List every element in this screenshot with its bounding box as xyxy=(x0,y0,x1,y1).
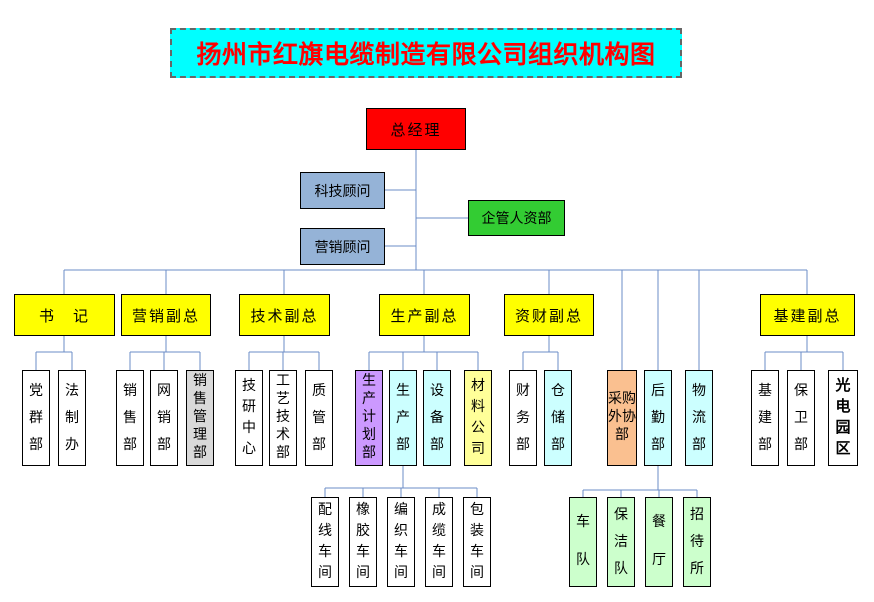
node-vp-technology: 技术副总 xyxy=(239,294,330,336)
node-dept-equipment: 设备部 xyxy=(423,370,451,466)
node-dept-warehouse: 仓储部 xyxy=(544,370,572,466)
node-service-fleet: 车队 xyxy=(569,497,597,587)
node-workshop-cabling: 成缆车间 xyxy=(425,497,453,587)
node-workshop-rubber: 橡胶车间 xyxy=(349,497,377,587)
node-dept-rnd-center: 技研中心 xyxy=(235,370,263,466)
node-dept-party-mass: 党群部 xyxy=(22,370,50,466)
node-workshop-braiding: 编织车间 xyxy=(387,497,415,587)
node-dept-security: 保卫部 xyxy=(787,370,815,466)
node-service-guesthouse: 招待所 xyxy=(683,497,711,587)
node-service-cleaning: 保洁队 xyxy=(607,497,635,587)
node-tech-advisor: 科技顾问 xyxy=(300,172,385,209)
node-vp-production: 生产副总 xyxy=(379,294,470,336)
node-dept-online-sales: 网销部 xyxy=(150,370,178,466)
node-dept-opto-park: 光电园区 xyxy=(828,370,858,466)
node-dept-sales-mgmt: 销售管理部 xyxy=(186,370,214,466)
node-workshop-packing: 包装车间 xyxy=(463,497,491,587)
node-dept-production: 生产部 xyxy=(389,370,417,466)
node-marketing-advisor: 营销顾问 xyxy=(300,228,385,265)
node-workshop-wiring: 配线车间 xyxy=(311,497,339,587)
chart-title: 扬州市红旗电缆制造有限公司组织机构图 xyxy=(170,28,682,78)
node-dept-process-tech: 工艺技术部 xyxy=(269,370,297,466)
node-service-canteen: 餐厅 xyxy=(645,497,673,587)
node-dept-sales: 销售部 xyxy=(116,370,144,466)
node-hr-dept: 企管人资部 xyxy=(468,200,565,236)
node-dept-rear-service: 后勤部 xyxy=(644,370,672,466)
node-dept-logistics: 物流部 xyxy=(685,370,713,466)
node-vp-infrastructure: 基建副总 xyxy=(760,294,855,336)
node-dept-quality: 质管部 xyxy=(305,370,333,466)
node-dept-finance: 财务部 xyxy=(509,370,537,466)
node-general-manager: 总经理 xyxy=(366,108,466,150)
node-vp-finance: 资财副总 xyxy=(504,294,594,336)
node-dept-legal: 法制办 xyxy=(58,370,86,466)
node-dept-production-planning: 生产计划部 xyxy=(355,370,383,466)
node-dept-construction: 基建部 xyxy=(751,370,779,466)
node-vp-marketing: 营销副总 xyxy=(121,294,211,336)
node-vp-secretary: 书 记 xyxy=(14,294,115,336)
node-dept-procurement: 采购外协部 xyxy=(607,370,637,466)
node-dept-materials: 材料公司 xyxy=(464,370,492,466)
